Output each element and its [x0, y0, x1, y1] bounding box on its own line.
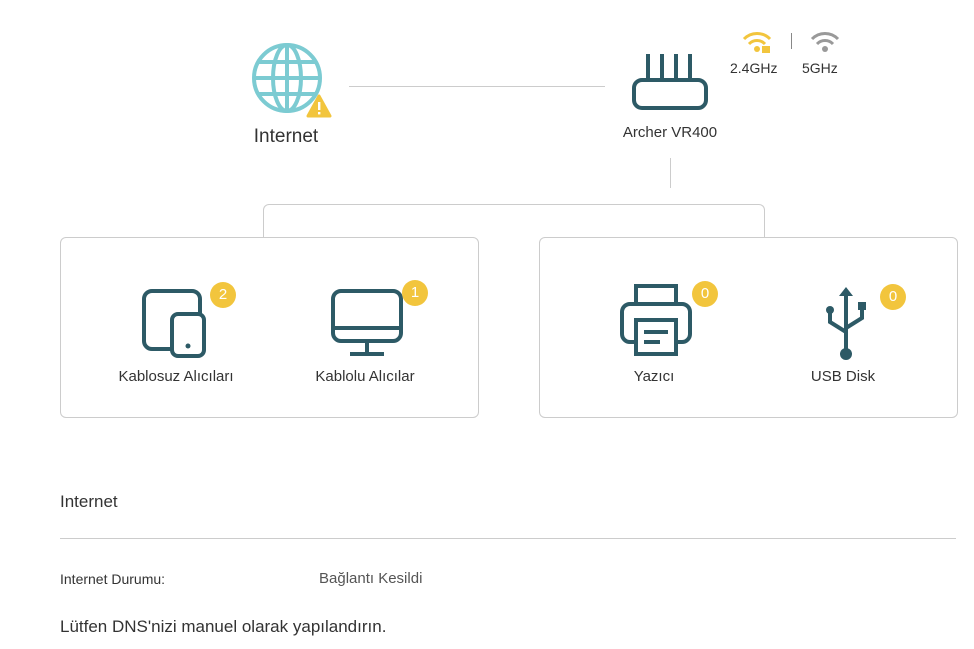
internet-label: Internet	[253, 126, 319, 147]
wired-clients-icon[interactable]	[330, 288, 406, 358]
globe-icon[interactable]	[250, 42, 334, 118]
wireless-count-badge: 2	[210, 282, 236, 308]
connection-line	[349, 86, 605, 87]
section-title: Internet	[60, 492, 118, 511]
printer-label[interactable]: Yazıcı	[633, 368, 675, 385]
wired-clients-label[interactable]: Kablolu Alıcılar	[315, 368, 415, 385]
wifi-5-icon[interactable]	[810, 30, 840, 54]
status-value: Bağlantı Kesildi	[319, 570, 423, 587]
router-label: Archer VR400	[622, 124, 718, 141]
status-label: Internet Durumu:	[60, 571, 166, 587]
band-5-label: 5GHz	[802, 60, 838, 76]
usb-label[interactable]: USB Disk	[810, 368, 876, 385]
clients-panel	[60, 237, 479, 418]
wired-count-badge: 1	[402, 280, 428, 306]
dns-note: Lütfen DNS'nizi manuel olarak yapılandır…	[60, 617, 387, 636]
warning-icon	[306, 94, 332, 118]
usb-count-badge: 0	[880, 284, 906, 310]
divider	[60, 538, 956, 539]
wireless-clients-icon[interactable]	[140, 288, 210, 358]
wireless-clients-label[interactable]: Kablosuz Alıcıları	[118, 368, 234, 385]
usb-icon[interactable]	[824, 286, 868, 362]
band-24-label: 2.4GHz	[730, 60, 778, 76]
printer-icon[interactable]	[618, 282, 694, 358]
peripherals-panel	[539, 237, 958, 418]
connector-tree	[263, 204, 765, 239]
printer-count-badge: 0	[692, 281, 718, 307]
connector	[670, 158, 671, 188]
router-icon[interactable]	[630, 52, 710, 112]
wifi-24-icon[interactable]	[742, 30, 772, 54]
band-divider	[791, 33, 792, 49]
